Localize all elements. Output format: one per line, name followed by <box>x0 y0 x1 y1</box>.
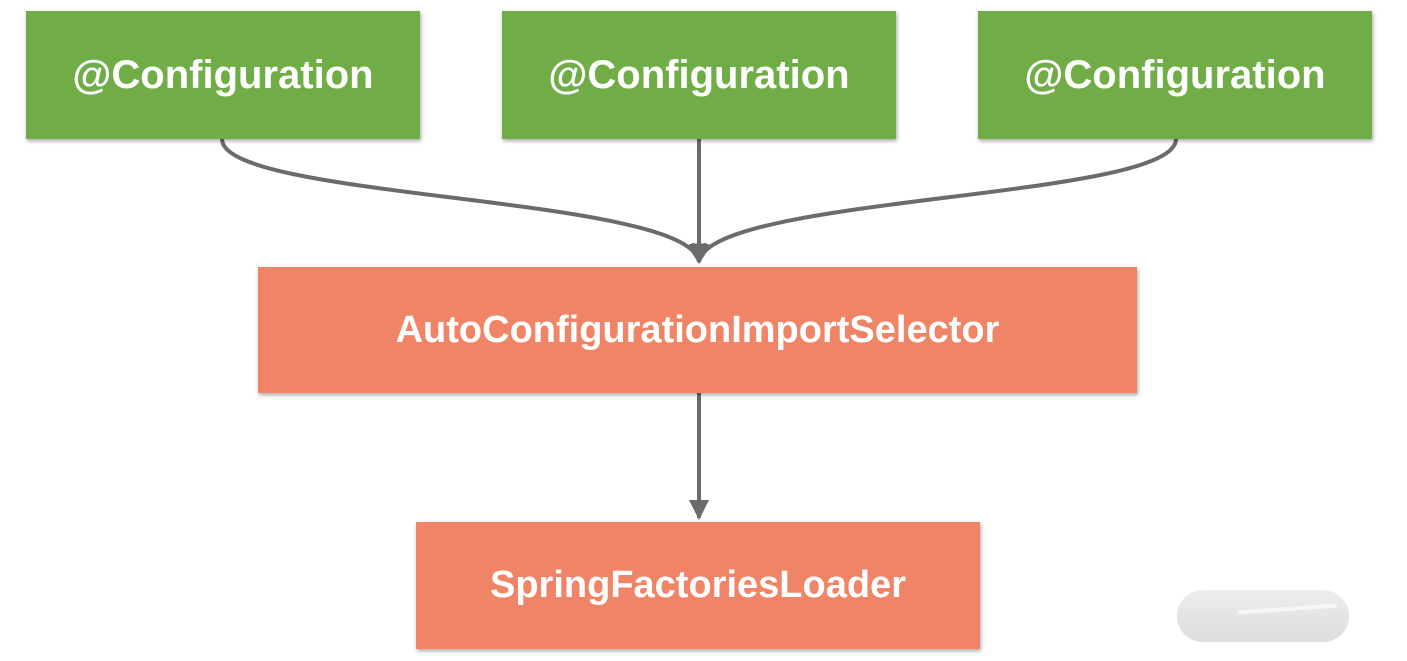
auto-configuration-import-selector-label: AutoConfigurationImportSelector <box>395 308 1000 351</box>
configuration-label-3: @Configuration <box>1024 52 1326 97</box>
connector-config-3-to-selector <box>691 138 1178 264</box>
auto-configuration-import-selector-box: AutoConfigurationImportSelector <box>258 267 1137 393</box>
configuration-box-1: @Configuration <box>26 11 420 139</box>
configuration-box-3: @Configuration <box>978 11 1372 139</box>
configuration-label-1: @Configuration <box>72 52 374 97</box>
floating-overlay-pill[interactable] <box>1177 590 1349 642</box>
configuration-label-2: @Configuration <box>548 52 850 97</box>
spring-factories-loader-box: SpringFactoriesLoader <box>416 522 980 649</box>
configuration-box-2: @Configuration <box>502 11 896 139</box>
connector-config-1-to-selector <box>220 138 707 264</box>
spring-factories-loader-label: SpringFactoriesLoader <box>490 564 906 606</box>
